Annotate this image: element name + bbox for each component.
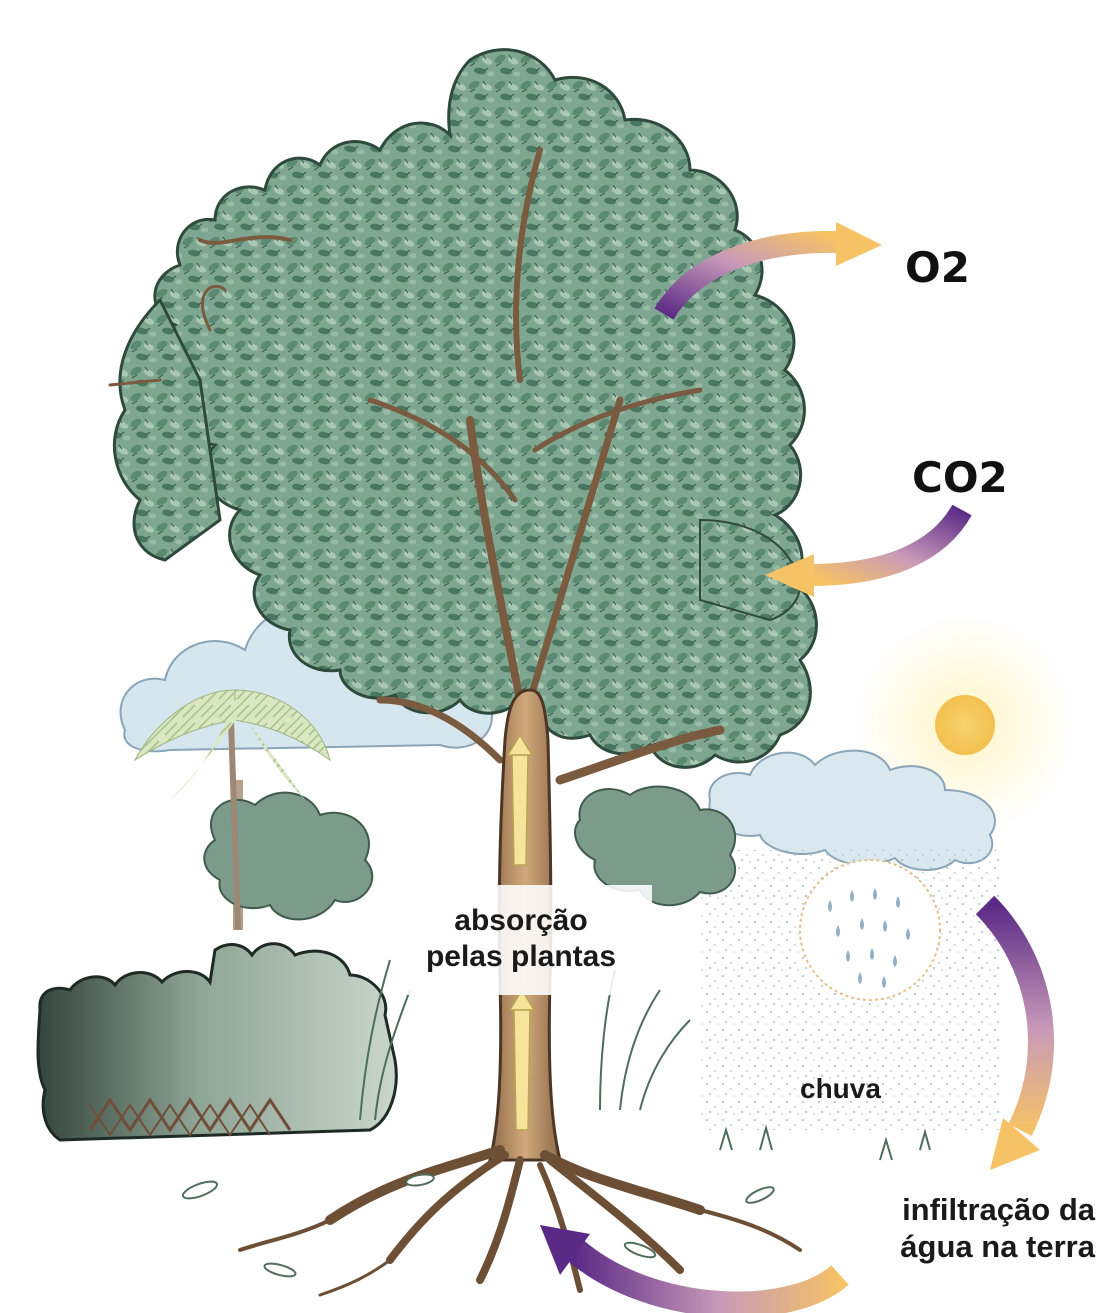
infiltration-label-line2: água na terra [900, 1229, 1095, 1264]
tree-roots [240, 1150, 800, 1295]
rain-label: chuva [800, 1073, 881, 1104]
bush [38, 944, 396, 1140]
root-uptake-arrow [540, 1225, 840, 1305]
o2-label: O2 [905, 243, 970, 292]
absorption-label-line2: pelas plantas [426, 940, 616, 973]
co2-label: CO2 [912, 453, 1008, 502]
infiltration-label-line1: infiltração da [902, 1192, 1096, 1227]
fallen-leaves [181, 1173, 776, 1279]
absorption-label-line1: absorção [454, 904, 587, 937]
